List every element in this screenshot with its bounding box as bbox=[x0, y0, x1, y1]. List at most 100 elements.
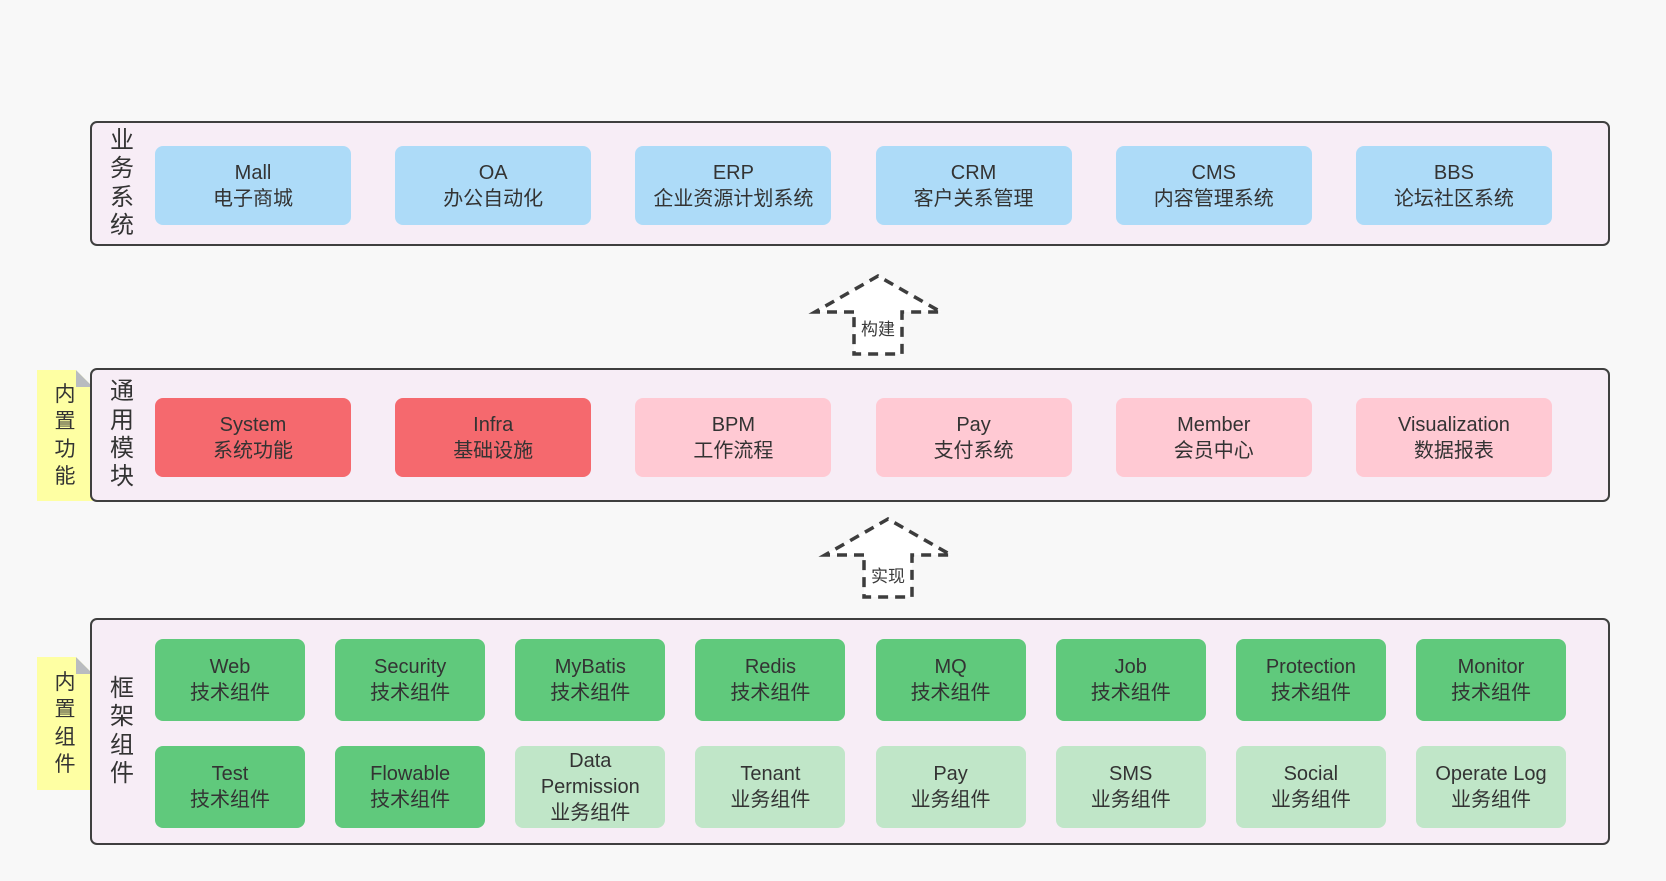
layer-label-text: 框架组件 bbox=[110, 674, 134, 787]
sticky-text: 内置组件 bbox=[54, 670, 76, 776]
dashed-up-arrow-icon bbox=[818, 516, 958, 599]
box-mybatis: MyBatis 技术组件 bbox=[515, 639, 666, 721]
sticky-text: 内置功能 bbox=[54, 382, 76, 488]
box-name: Protection bbox=[1265, 656, 1356, 678]
box-desc: 技术组件 bbox=[1450, 682, 1531, 704]
box-system: System 系统功能 bbox=[155, 398, 351, 477]
box-desc: 支付系统 bbox=[933, 439, 1014, 462]
box-desc: 业务组件 bbox=[1090, 789, 1171, 811]
box-tenant: Tenant 业务组件 bbox=[695, 746, 846, 828]
box-name: Web bbox=[209, 656, 251, 678]
layer-framework-components-label: 框架组件 bbox=[100, 620, 144, 843]
box-name: MyBatis bbox=[554, 656, 626, 678]
box-name: Test bbox=[211, 763, 249, 785]
layer-label-text: 通用模块 bbox=[110, 378, 134, 491]
framework-components-row-2: Test 技术组件 Flowable 技术组件 Data Permission … bbox=[155, 746, 1566, 828]
box-erp: ERP 企业资源计划系统 bbox=[635, 146, 832, 225]
layer-common-modules-label: 通用模块 bbox=[100, 370, 144, 500]
box-desc: 技术组件 bbox=[190, 789, 270, 811]
framework-components-row-1: Web 技术组件 Security 技术组件 MyBatis 技术组件 Redi… bbox=[155, 639, 1566, 721]
box-desc: 基础设施 bbox=[453, 439, 534, 462]
arrow-build: 构建 bbox=[808, 273, 948, 357]
sticky-note-builtin-functions: 内置功能 bbox=[37, 370, 93, 501]
box-name: SMS bbox=[1109, 763, 1153, 785]
box-desc: 技术组件 bbox=[910, 682, 991, 704]
box-member: Member 会员中心 bbox=[1115, 398, 1312, 477]
box-name: Mall bbox=[234, 161, 272, 184]
box-protection: Protection 技术组件 bbox=[1235, 639, 1386, 721]
box-desc: 客户关系管理 bbox=[913, 187, 1034, 210]
box-desc: 业务组件 bbox=[1270, 789, 1351, 811]
box-mall: Mall 电子商城 bbox=[155, 146, 351, 225]
box-desc: 技术组件 bbox=[730, 682, 811, 704]
box-name: CMS bbox=[1191, 161, 1236, 184]
box-name: Flowable bbox=[370, 763, 451, 785]
box-name: MQ bbox=[934, 656, 967, 678]
box-desc: 电子商城 bbox=[213, 187, 293, 210]
box-security: Security 技术组件 bbox=[335, 639, 486, 721]
box-name: BBS bbox=[1433, 161, 1474, 184]
box-oa: OA 办公自动化 bbox=[395, 146, 592, 225]
layer-business-systems: 业务系统 Mall 电子商城 OA 办公自动化 ERP 企业资源计划系统 CRM… bbox=[90, 121, 1610, 246]
box-desc: 业务组件 bbox=[550, 802, 631, 824]
box-name: Visualization bbox=[1397, 413, 1510, 436]
box-visualization: Visualization 数据报表 bbox=[1355, 398, 1552, 477]
box-desc: 技术组件 bbox=[1090, 682, 1171, 704]
box-desc: 论坛社区系统 bbox=[1393, 187, 1514, 210]
box-desc: 企业资源计划系统 bbox=[653, 187, 814, 210]
box-operate-log: Operate Log 业务组件 bbox=[1415, 746, 1566, 828]
box-desc: 办公自动化 bbox=[443, 187, 544, 210]
layer-framework-components: 框架组件 Web 技术组件 Security 技术组件 MyBatis 技术组件… bbox=[90, 618, 1610, 845]
box-name: Redis bbox=[744, 656, 796, 678]
box-name: Member bbox=[1177, 413, 1251, 436]
box-name: Tenant bbox=[740, 763, 801, 785]
box-name: Pay bbox=[956, 413, 991, 436]
box-name: OA bbox=[478, 161, 508, 184]
layer-common-modules: 通用模块 System 系统功能 Infra 基础设施 BPM 工作流程 Pay… bbox=[90, 368, 1610, 502]
box-desc: 数据报表 bbox=[1413, 439, 1494, 462]
box-desc: 技术组件 bbox=[370, 789, 451, 811]
arrow-build-label: 构建 bbox=[858, 315, 898, 340]
box-name: CRM bbox=[950, 161, 997, 184]
box-data-permission: Data Permission 业务组件 bbox=[515, 746, 666, 828]
box-pay-module: Pay 支付系统 bbox=[875, 398, 1072, 477]
layer-business-systems-label: 业务系统 bbox=[100, 123, 144, 244]
box-desc: 业务组件 bbox=[730, 789, 811, 811]
box-name: Security bbox=[374, 656, 447, 678]
box-desc: 技术组件 bbox=[190, 682, 270, 704]
box-name: Job bbox=[1114, 656, 1147, 678]
box-desc: 业务组件 bbox=[910, 789, 991, 811]
box-name: BPM bbox=[711, 413, 756, 436]
box-name: Monitor bbox=[1457, 656, 1525, 678]
box-desc: 技术组件 bbox=[550, 682, 631, 704]
box-redis: Redis 技术组件 bbox=[695, 639, 846, 721]
box-desc: 系统功能 bbox=[213, 439, 293, 462]
box-job: Job 技术组件 bbox=[1055, 639, 1206, 721]
common-modules-box-row: System 系统功能 Infra 基础设施 BPM 工作流程 Pay 支付系统… bbox=[155, 398, 1552, 477]
box-desc: 技术组件 bbox=[1270, 682, 1351, 704]
box-monitor: Monitor 技术组件 bbox=[1415, 639, 1566, 721]
box-test: Test 技术组件 bbox=[155, 746, 305, 828]
business-systems-box-row: Mall 电子商城 OA 办公自动化 ERP 企业资源计划系统 CRM 客户关系… bbox=[155, 146, 1552, 225]
layer-label-text: 业务系统 bbox=[110, 126, 134, 239]
arrow-implement-label: 实现 bbox=[868, 562, 908, 587]
box-infra: Infra 基础设施 bbox=[395, 398, 592, 477]
box-flowable: Flowable 技术组件 bbox=[335, 746, 486, 828]
box-sms: SMS 业务组件 bbox=[1055, 746, 1206, 828]
box-name: Pay bbox=[933, 763, 968, 785]
box-crm: CRM 客户关系管理 bbox=[875, 146, 1072, 225]
box-mq: MQ 技术组件 bbox=[875, 639, 1026, 721]
box-bpm: BPM 工作流程 bbox=[635, 398, 832, 477]
box-desc: 内容管理系统 bbox=[1153, 187, 1274, 210]
box-social: Social 业务组件 bbox=[1235, 746, 1386, 828]
box-name: System bbox=[219, 413, 287, 436]
box-name: Data Permission bbox=[540, 750, 640, 798]
box-name: Operate Log bbox=[1435, 763, 1547, 785]
box-name: Social bbox=[1283, 763, 1339, 785]
box-desc: 会员中心 bbox=[1173, 439, 1254, 462]
box-name: ERP bbox=[712, 161, 754, 184]
sticky-note-builtin-components: 内置组件 bbox=[37, 657, 93, 790]
box-pay-component: Pay 业务组件 bbox=[875, 746, 1026, 828]
box-bbs: BBS 论坛社区系统 bbox=[1355, 146, 1552, 225]
